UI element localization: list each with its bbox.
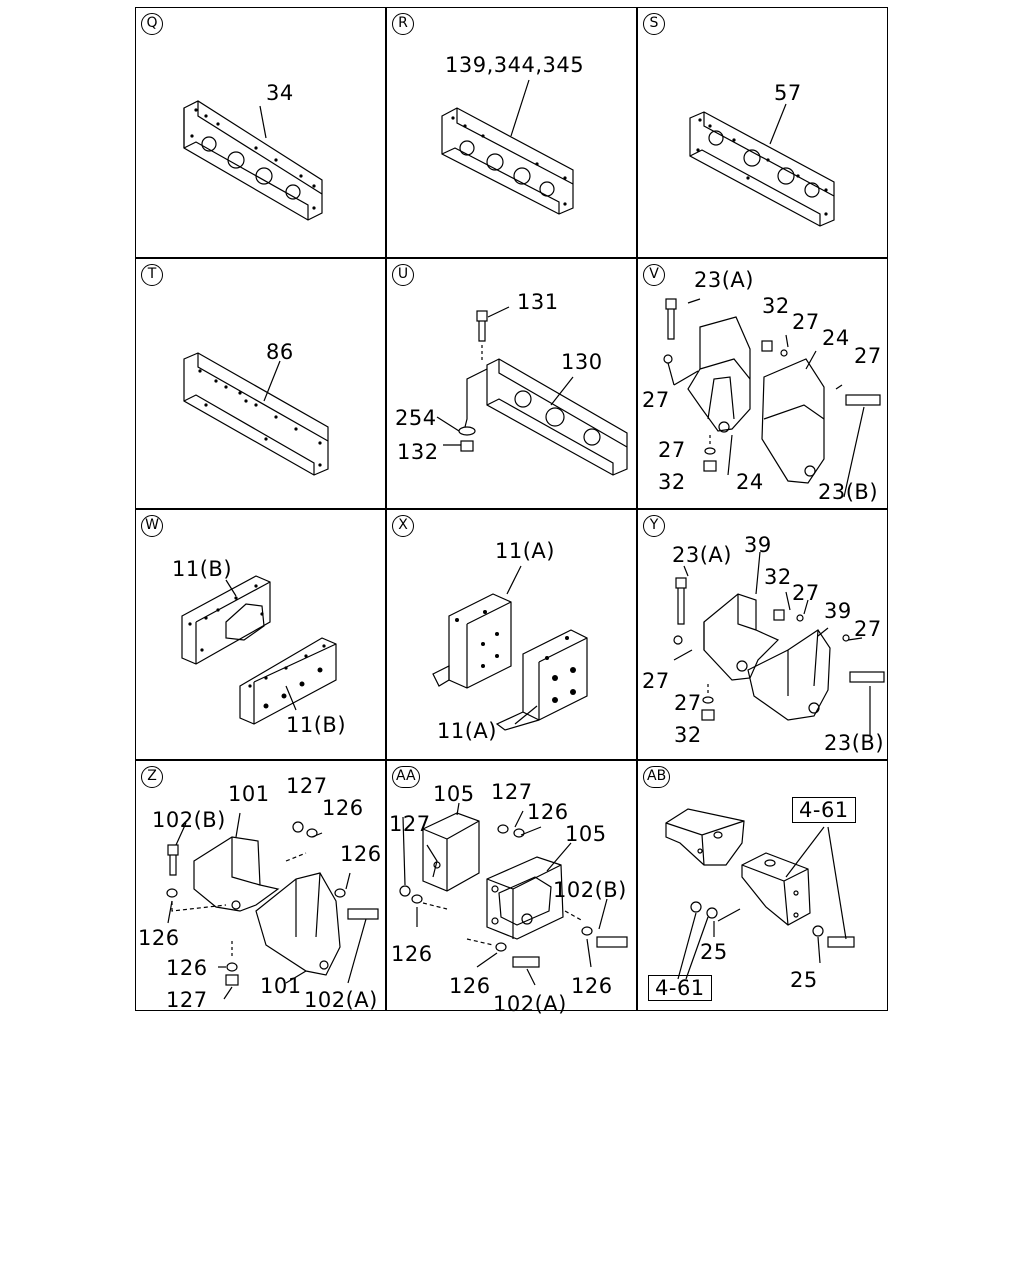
callout-label: 102(B) — [553, 878, 627, 902]
panel-v-drawing — [663, 298, 881, 498]
callout-label: 101 — [228, 782, 270, 806]
callout-label: 23(B) — [824, 731, 885, 755]
reference-box: 4-61 — [792, 797, 856, 823]
callout-label: 126 — [391, 942, 433, 966]
callout-label: 132 — [397, 440, 439, 464]
callout-label: 23(A) — [694, 268, 754, 292]
panel-q-drawing — [183, 100, 323, 221]
callout-label: 11(B) — [286, 713, 347, 737]
callout-label: 102(B) — [152, 808, 226, 832]
panel-s-marker: S — [643, 13, 665, 35]
callout-label: 24 — [736, 470, 764, 494]
panel-v: V 23(A) 32 27 24 27 27 27 24 32 23(B) — [637, 258, 888, 509]
callout-label: 126 — [166, 956, 208, 980]
callout-label: 126 — [449, 974, 491, 998]
callout-label: 34 — [266, 81, 294, 105]
callout-label: 86 — [266, 340, 294, 364]
panel-r-drawing — [441, 79, 574, 215]
panel-w: W 11(B) 11(B) — [135, 509, 386, 760]
callout-label: 32 — [674, 723, 702, 747]
panel-q-marker: Q — [141, 13, 163, 35]
callout-label: 32 — [762, 294, 790, 318]
panel-y-marker: Y — [643, 515, 665, 537]
callout-label: 126 — [527, 800, 569, 824]
callout-label: 105 — [433, 782, 475, 806]
callout-label: 27 — [642, 669, 670, 693]
callout-label: 23(A) — [672, 543, 732, 567]
callout-label: 32 — [658, 470, 686, 494]
panel-u-marker: U — [392, 264, 414, 286]
callout-label: 11(A) — [437, 719, 497, 743]
callout-label: 127 — [491, 780, 533, 804]
callout-label: 126 — [138, 926, 180, 950]
callout-label: 27 — [674, 691, 702, 715]
panel-r-marker: R — [392, 13, 414, 35]
callout-label: 27 — [792, 581, 820, 605]
callout-label: 127 — [166, 988, 208, 1012]
panel-ab-drawing — [665, 808, 855, 980]
callout-label: 126 — [340, 842, 382, 866]
callout-label: 24 — [822, 326, 850, 350]
callout-label: 32 — [764, 565, 792, 589]
callout-label: 27 — [854, 344, 882, 368]
panel-x: X 11(A) 11(A) — [386, 509, 637, 760]
panel-aa: AA 105 127 127 126 105 102(B) 126 — [386, 760, 637, 1015]
callout-label: 127 — [389, 812, 431, 836]
callout-label: 25 — [790, 968, 818, 992]
callout-label: 126 — [571, 974, 613, 998]
panel-v-marker: V — [643, 264, 665, 286]
panel-w-drawing — [181, 575, 337, 725]
callout-label: 254 — [395, 406, 437, 430]
callout-label: 102(A) — [493, 992, 567, 1016]
callout-label: 25 — [700, 940, 728, 964]
panel-ab: AB 4-61 25 25 4-61 — [637, 760, 888, 1011]
callout-label: 131 — [517, 290, 559, 314]
callout-label: 105 — [565, 822, 607, 846]
callout-label: 27 — [642, 388, 670, 412]
panel-x-marker: X — [392, 515, 414, 537]
panel-z-marker: Z — [141, 766, 163, 788]
panel-s-drawing — [689, 103, 835, 227]
panel-y: Y 23(A) 39 32 27 39 27 27 27 32 23(B) — [637, 509, 888, 760]
callout-label: 27 — [658, 438, 686, 462]
panel-w-marker: W — [141, 515, 163, 537]
callout-label: 39 — [744, 533, 772, 557]
panel-r: R 139,344,345 — [386, 7, 637, 258]
callout-label: 126 — [322, 796, 364, 820]
panel-z: Z 101 127 102(B) 126 126 126 126 127 101 — [135, 760, 386, 1011]
panel-t-drawing — [183, 352, 329, 476]
parts-diagram-sheet: Q 34 R — [135, 7, 889, 1015]
callout-label: 101 — [260, 974, 302, 998]
callout-label: 130 — [561, 350, 603, 374]
panel-u: U 131 130 254 132 — [386, 258, 637, 509]
callout-label: 11(A) — [495, 539, 555, 563]
panel-ab-marker: AB — [643, 766, 671, 788]
panel-y-drawing — [673, 551, 885, 736]
callout-label: 102(A) — [304, 988, 378, 1012]
reference-box: 4-61 — [648, 975, 712, 1001]
panel-q: Q 34 — [135, 7, 386, 258]
panel-t-marker: T — [141, 264, 163, 286]
panel-aa-marker: AA — [392, 766, 420, 788]
panel-z-drawing — [166, 812, 379, 1000]
callout-label: 27 — [854, 617, 882, 641]
panel-s: S 57 — [637, 7, 888, 258]
panel-aa-drawing — [399, 802, 628, 986]
panel-u-drawing — [436, 306, 628, 476]
panel-x-drawing — [432, 565, 588, 731]
callout-label: 39 — [824, 599, 852, 623]
callout-label: 27 — [792, 310, 820, 334]
callout-label: 127 — [286, 774, 328, 798]
callout-label: 11(B) — [172, 557, 233, 581]
callout-label: 23(B) — [818, 480, 879, 504]
panel-t: T 86 — [135, 258, 386, 509]
callout-label: 57 — [774, 81, 802, 105]
callout-label: 139,344,345 — [445, 53, 585, 77]
